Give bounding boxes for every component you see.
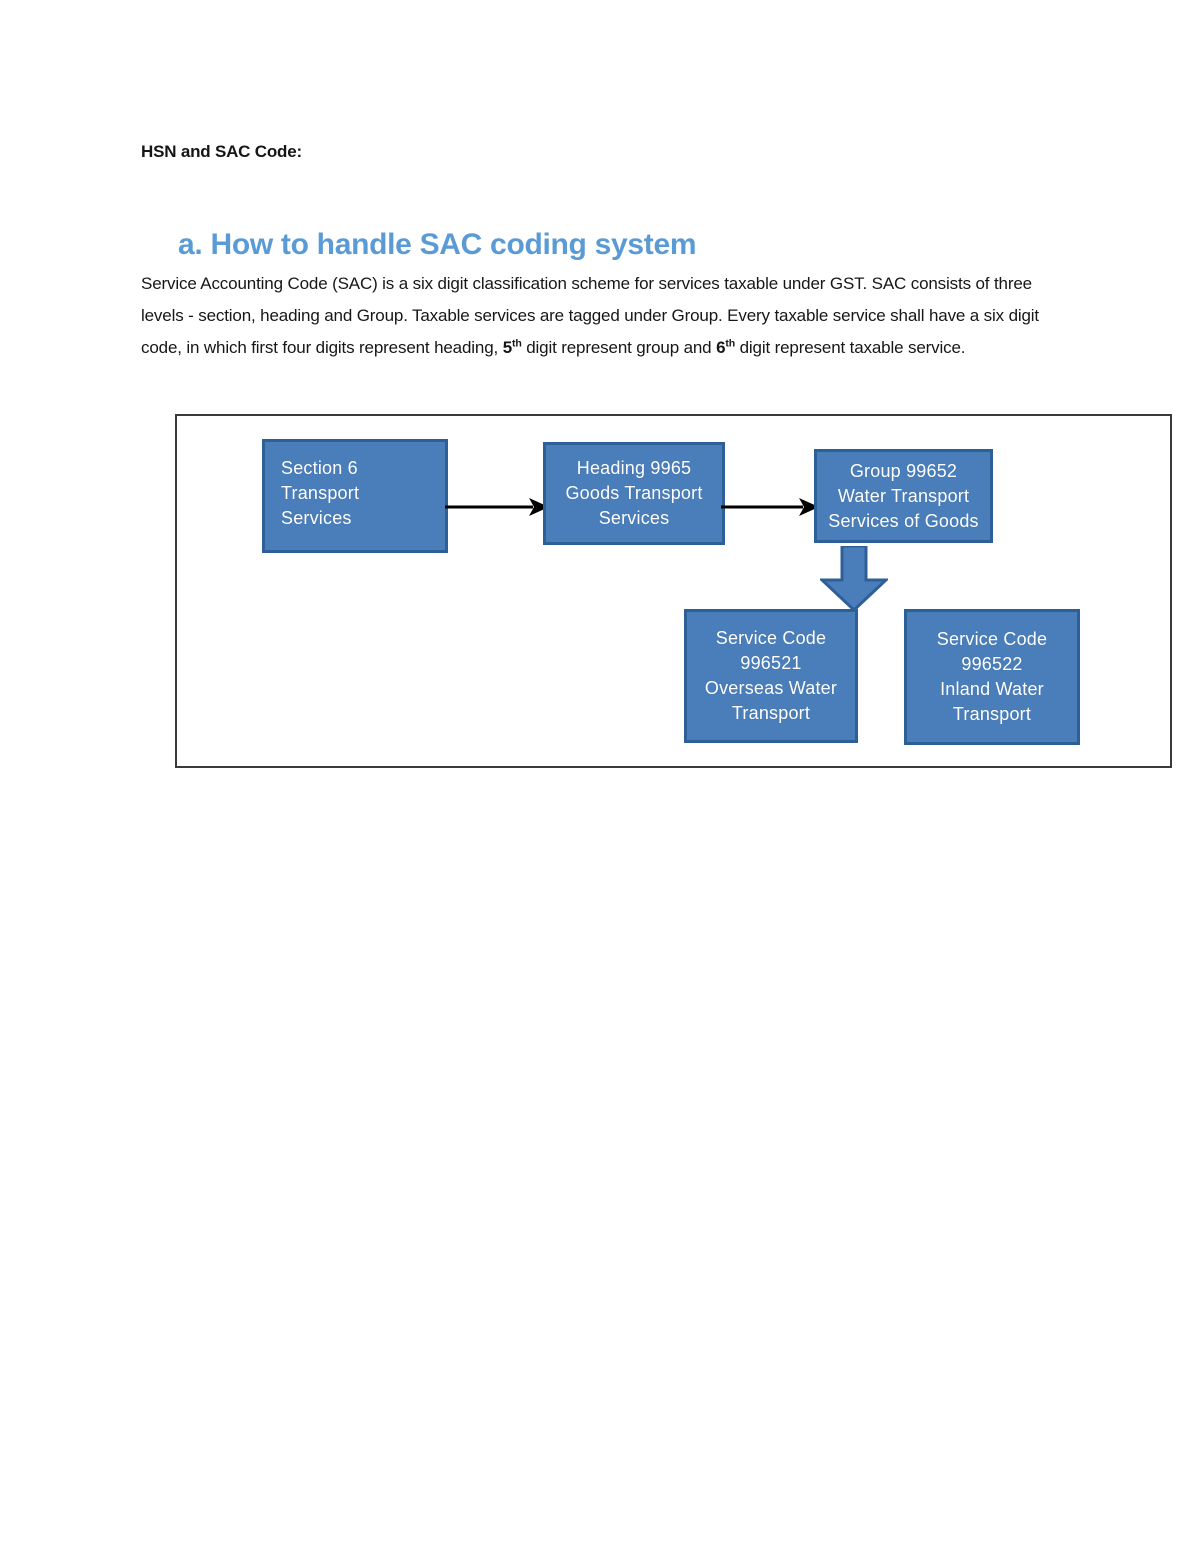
flow-box-service-1-line-2: 996521 [740,653,802,673]
flow-box-service-1-line-3: Overseas Water [704,678,838,698]
flow-box-heading-line-3: Services [598,508,670,528]
body-paragraph: Service Accounting Code (SAC) is a six d… [141,268,1046,364]
flow-box-service-code-996521: Service Code 996521 Overseas Water Trans… [684,609,858,743]
arrow-group-to-services-icon [818,544,890,613]
flow-box-section: Section 6 Transport Services [262,439,448,553]
flow-box-heading-line-2: Goods Transport [565,483,703,503]
flow-box-section-line-1: Section 6 [281,458,358,478]
flow-box-service-1-line-1: Service Code [715,628,827,648]
paragraph-part-3: digit represent taxable service. [735,338,966,357]
flow-box-service-2-line-3: Inland Water [940,679,1044,699]
flow-box-service-2-line-2: 996522 [961,654,1023,674]
flow-box-group-line-2: Water Transport [837,485,970,506]
arrow-heading-to-group-icon [721,496,819,518]
flow-box-group: Group 99652 Water Transport Services of … [814,449,993,543]
paragraph-part-1: Service Accounting Code (SAC) is a six d… [141,274,1040,357]
paragraph-part-2: digit represent group and [521,338,717,357]
section-heading: a. How to handle SAC coding system [178,228,697,261]
arrow-section-to-heading-icon [445,496,549,518]
sac-flowchart-diagram: Section 6 Transport Services Heading 996… [175,414,1172,768]
flow-box-service-2-line-4: Transport [952,704,1032,724]
flow-box-service-2-line-1: Service Code [936,629,1048,649]
digit-five: 5 [502,338,512,357]
flow-box-service-1-line-4: Transport [731,703,811,723]
flow-box-section-line-3: Services [281,508,352,528]
document-title: HSN and SAC Code: [141,142,302,161]
flow-box-section-line-2: Transport [281,483,360,503]
flow-box-service-code-996522: Service Code 996522 Inland Water Transpo… [904,609,1080,745]
flow-box-group-line-3: Services of Goods [828,510,979,531]
ordinal-suffix-th-5: th [512,337,522,350]
flow-box-group-line-1: Group 99652 [849,460,958,481]
ordinal-suffix-th-6: th [725,337,736,350]
digit-six: 6 [716,338,726,357]
flow-box-heading: Heading 9965 Goods Transport Services [543,442,725,545]
flow-box-heading-line-1: Heading 9965 [576,458,692,478]
